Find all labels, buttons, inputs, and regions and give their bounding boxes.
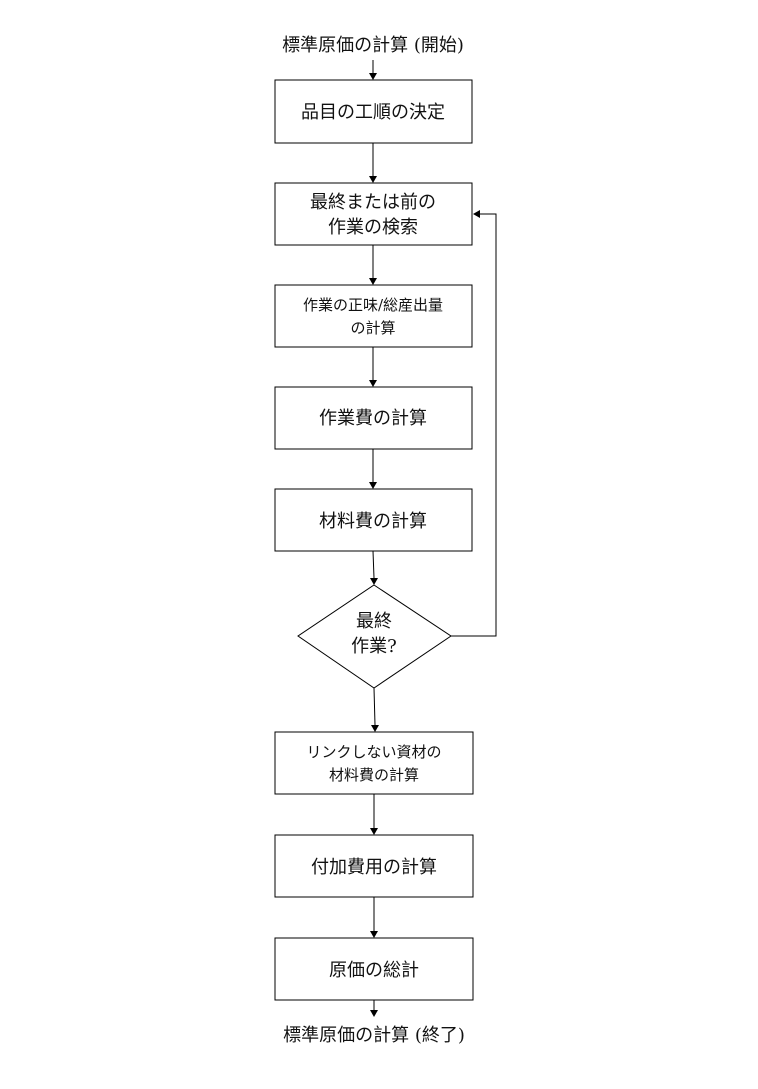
edge-unlinked-to-overhead — [370, 794, 378, 835]
step-total: 原価の総計 — [274, 937, 474, 1001]
step-overhead: 付加費用の計算 — [274, 834, 474, 898]
start-label: 標準原価の計算 (開始) — [282, 35, 464, 56]
step-total-label: 原価の総計 — [329, 960, 419, 981]
step-material-cost-box — [274, 488, 473, 552]
step-routing-label: 品目の工順の決定 — [301, 102, 445, 123]
decision-label-line1: 最終 — [356, 611, 392, 632]
edge-routing-to-find — [369, 143, 377, 183]
edge-overhead-to-total — [370, 897, 378, 938]
step-unlinked-material: リンクしない資材の 材料費の計算 — [274, 731, 474, 795]
step-unlinked-material-line2: 材料費の計算 — [329, 766, 419, 784]
step-labor-cost: 作業費の計算 — [274, 386, 473, 450]
decision-label-line2: 作業? — [351, 636, 397, 657]
edge-decision-loop-back — [451, 210, 497, 637]
step-find-operation: 最終または前の 作業の検索 — [274, 182, 473, 246]
step-net-gross-line2: の計算 — [350, 319, 395, 337]
step-find-operation-box — [274, 182, 473, 246]
edge-start-to-routing — [369, 60, 377, 80]
step-net-gross-box — [274, 284, 473, 348]
step-labor-cost-box — [274, 386, 473, 450]
end-label: 標準原価の計算 (終了) — [283, 1025, 465, 1046]
step-net-gross: 作業の正味/総産出量 の計算 — [274, 284, 473, 348]
step-find-operation-line2: 作業の検索 — [328, 217, 418, 238]
edge-labor-to-material — [369, 449, 377, 489]
step-net-gross-line1: 作業の正味/総産出量 — [303, 296, 443, 314]
edge-net-gross-to-labor — [369, 347, 377, 387]
edge-total-to-end — [370, 1000, 378, 1017]
step-material-cost: 材料費の計算 — [274, 488, 473, 552]
step-material-cost-label: 材料費の計算 — [319, 511, 427, 532]
decision-last-operation: 最終 作業? — [297, 584, 452, 689]
edge-decision-to-unlinked — [371, 687, 379, 732]
step-unlinked-material-box — [274, 731, 474, 795]
step-overhead-label: 付加費用の計算 — [311, 857, 437, 878]
step-overhead-box — [274, 834, 474, 898]
step-labor-cost-label: 作業費の計算 — [319, 408, 427, 429]
step-total-box — [274, 937, 474, 1001]
edge-find-to-net-gross — [369, 245, 377, 285]
step-routing: 品目の工順の決定 — [274, 79, 473, 144]
step-find-operation-line1: 最終または前の — [310, 192, 436, 213]
edge-material-to-decision — [370, 550, 378, 585]
step-unlinked-material-line1: リンクしない資材の — [306, 743, 441, 761]
